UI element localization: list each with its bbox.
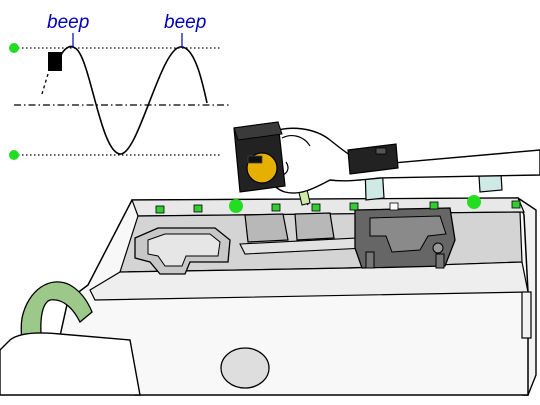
- indicator-dot-right: [467, 195, 481, 209]
- status-led-row: [155, 200, 521, 214]
- status-led: [389, 202, 399, 211]
- handle-strap: [0, 281, 141, 396]
- signal-start-tail: [41, 73, 49, 95]
- clamp-body: [347, 143, 399, 175]
- tray-mechanism-arm: [369, 215, 447, 253]
- tray-mechanism-post-2: [435, 253, 445, 269]
- status-led: [311, 203, 321, 212]
- strap-hand: [0, 332, 141, 396]
- tray-device-icon: [57, 197, 537, 396]
- waveform-diagram: [9, 33, 230, 160]
- beep-label-1: beep: [47, 12, 90, 33]
- status-led: [271, 203, 281, 212]
- status-led: [349, 202, 359, 211]
- tray-mechanism-post-1: [365, 251, 375, 269]
- tray-slot-2: [294, 212, 335, 241]
- indicator-dot-left: [229, 199, 243, 213]
- tray-side-slot: [521, 291, 532, 339]
- bottom-level-marker: [9, 150, 19, 160]
- hand-arm: [267, 127, 540, 194]
- status-led: [511, 200, 521, 209]
- signal-start-marker: [48, 52, 62, 71]
- status-led: [429, 201, 439, 210]
- top-level-marker: [9, 43, 19, 53]
- probe-top-face: [233, 121, 283, 141]
- status-led: [155, 205, 165, 214]
- beep-label-2: beep: [164, 12, 207, 33]
- sine-wave-icon: [56, 45, 208, 155]
- tray-mechanism-knob: [432, 242, 444, 254]
- status-led: [193, 204, 203, 213]
- scanner-probe-icon: [233, 121, 286, 193]
- probe-button: [247, 155, 263, 164]
- hand-finger: [281, 135, 311, 147]
- tray-latch-inner: [147, 233, 221, 267]
- clamp-device: [347, 143, 399, 175]
- tray-floor-hole: [220, 347, 270, 389]
- tray-slot-1: [244, 213, 289, 243]
- clamp-button: [375, 147, 387, 155]
